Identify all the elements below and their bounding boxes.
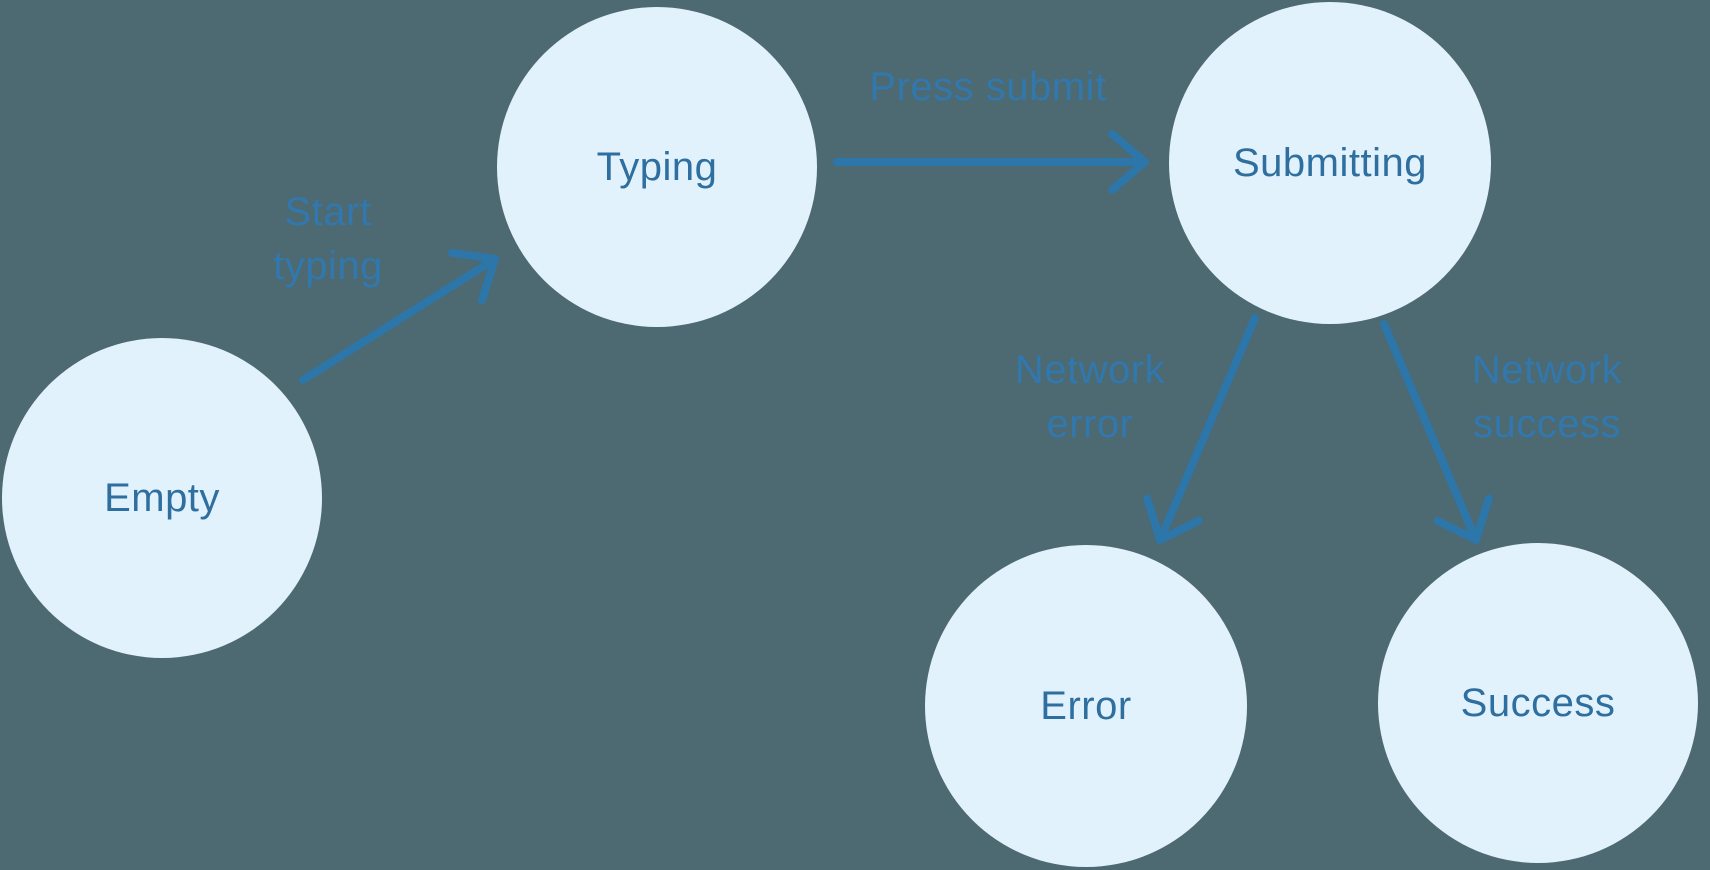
edge-label-line: Network: [1014, 348, 1166, 392]
edge-label-line: Press submit: [869, 65, 1107, 109]
state-node-submitting: Submitting: [1169, 2, 1491, 324]
edge-label-press-submit: Press submit: [869, 60, 1106, 114]
state-label-success: Success: [1460, 680, 1616, 725]
edge-arrow-submitting-to-error: [1143, 314, 1259, 544]
state-node-error: Error: [925, 545, 1247, 867]
edge-label-line: success: [1472, 402, 1621, 446]
edge-label-network-error: Network error: [1015, 343, 1165, 451]
state-node-empty: Empty: [2, 338, 322, 658]
edge-label-network-success: Network success: [1472, 343, 1622, 451]
state-label-error: Error: [1040, 683, 1132, 728]
edge-label-start-typing: Start typing: [273, 185, 383, 293]
edge-arrow-submitting-to-success: [1380, 320, 1493, 544]
edge-label-line: Start: [284, 190, 372, 234]
edge-arrow-empty-to-typing: [299, 248, 499, 384]
state-label-submitting: Submitting: [1233, 140, 1427, 185]
state-node-typing: Typing: [497, 7, 817, 327]
state-label-typing: Typing: [596, 144, 718, 189]
edge-label-line: Network: [1471, 348, 1623, 392]
state-node-success: Success: [1378, 543, 1698, 863]
edge-label-line: typing: [273, 244, 383, 288]
edge-label-line: error: [1046, 402, 1134, 446]
state-label-empty: Empty: [104, 475, 220, 520]
